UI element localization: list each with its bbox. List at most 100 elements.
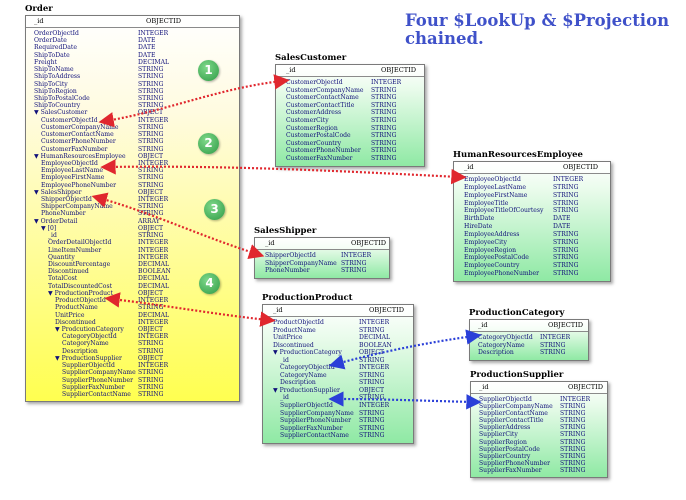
title-line-2: chained. xyxy=(405,29,484,48)
field-name: UnitPrice xyxy=(55,311,85,319)
field-name: EmployeePhoneNumber xyxy=(464,270,540,278)
field-type: DATE xyxy=(138,51,156,59)
field-type: STRING xyxy=(560,403,586,411)
field-name: OrderDate xyxy=(34,37,67,45)
field-name: SupplierPhoneNumber xyxy=(62,376,133,384)
field-name: OrderObjectId xyxy=(34,30,79,37)
field-name: CustomerFaxNumber xyxy=(286,154,353,162)
field-type: STRING xyxy=(341,267,367,274)
field-type: STRING xyxy=(371,124,397,132)
field-type: STRING xyxy=(371,86,397,94)
field-type: STRING xyxy=(138,181,164,189)
field-type: DECIMAL xyxy=(138,261,170,268)
field-name: LineItemNumber xyxy=(48,246,102,254)
collection-name: ProductionSupplier xyxy=(470,370,564,380)
field-name: SupplierContactTitle xyxy=(479,417,544,425)
product-lookup-link xyxy=(104,292,276,327)
field-type: STRING xyxy=(359,417,385,425)
field-name: EmployeePostalCode xyxy=(464,254,529,262)
field-type: STRING xyxy=(553,262,579,270)
header-type: OBJECTID xyxy=(568,383,604,391)
field-name: Quantity xyxy=(48,253,75,261)
shipper-lookup-link xyxy=(91,192,265,260)
field-name: EmployeeFirstName xyxy=(464,191,528,199)
field-type: STRING xyxy=(138,369,164,377)
field-name: CustomerPhoneNumber xyxy=(41,138,116,146)
field-name: SupplierPostalCode xyxy=(479,445,540,453)
field-name: SupplierContactName xyxy=(62,390,131,398)
header-type: OBJECTID xyxy=(563,163,599,171)
field-name: ShipperCompanyName xyxy=(265,259,337,267)
field-name: BirthDate xyxy=(464,215,495,223)
header-type: OBJECTID xyxy=(369,306,405,314)
field-name: CategoryName xyxy=(478,341,525,349)
field-row: OrderDate DATE xyxy=(26,37,239,44)
field-type: STRING xyxy=(371,109,397,117)
field-type: STRING xyxy=(553,254,579,262)
field-type: STRING xyxy=(560,466,586,474)
field-name: EmployeeCity xyxy=(464,238,507,246)
field-name: ProductObjectId xyxy=(55,297,106,305)
field-name: EmployeeLastName xyxy=(464,183,527,191)
field-name: EmployeeObjectId xyxy=(41,159,98,167)
field-name: Freight xyxy=(34,58,57,66)
field-type: OBJECT xyxy=(138,354,164,362)
field-name: ShipToCity xyxy=(34,80,68,88)
field-name: ProductName xyxy=(273,326,316,334)
field-name: CustomerCompanyName xyxy=(41,123,119,131)
field-name: EmployeeTitle xyxy=(464,199,509,207)
field-type: BOOLEAN xyxy=(138,268,171,276)
field-type: STRING xyxy=(553,270,579,278)
field-name: SupplierObjectId xyxy=(479,396,532,403)
field-name: HireDate xyxy=(464,223,493,231)
field-name: ▼ ProductionCategory xyxy=(273,349,342,357)
title-line-1: Four $LookUp & $Projection xyxy=(405,11,670,30)
field-name: ShipToName xyxy=(34,66,74,74)
field-type: STRING xyxy=(138,340,164,348)
field-name: SupplierObjectId xyxy=(280,402,333,410)
field-type: STRING xyxy=(359,424,385,432)
header-field: _id xyxy=(265,239,275,247)
field-name: Description xyxy=(280,379,316,387)
field-name: CustomerContactTitle xyxy=(286,101,355,109)
field-type: DATE xyxy=(138,37,156,45)
field-name: Discontinued xyxy=(48,268,89,276)
field-type: STRING xyxy=(560,459,586,467)
field-type: STRING xyxy=(553,183,579,191)
field-type: STRING xyxy=(560,445,586,453)
field-name: EmployeeObjectId xyxy=(464,176,521,183)
field-type: STRING xyxy=(560,424,586,432)
step-badge-4: 4 xyxy=(199,273,220,294)
field-name: ▼ OrderDetail xyxy=(34,217,78,225)
field-name: CategoryName xyxy=(280,371,327,379)
